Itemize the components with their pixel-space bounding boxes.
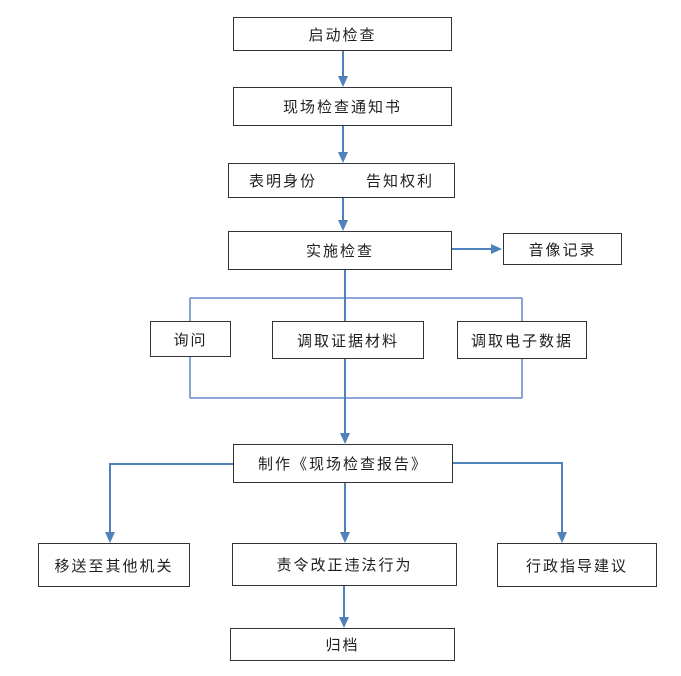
node-label-av-recording: 音像记录 — [528, 242, 597, 259]
arrowhead-report-to-order — [340, 532, 350, 543]
node-label-archive: 归档 — [325, 638, 360, 654]
arrowhead-report-to-transfer — [105, 532, 115, 543]
node-retrieve-edata: 调取电子数据 — [457, 321, 587, 359]
node-label-admin-guidance: 行政指导建议 — [525, 558, 628, 575]
node-implement-inspection: 实施检查 — [228, 231, 452, 270]
node-label-identity-rights-0: 表明身份 — [249, 174, 318, 190]
node-identity-rights: 表明身份 告知权利 — [228, 163, 455, 198]
node-inspection-notice: 现场检查通知书 — [233, 87, 452, 126]
node-archive: 归档 — [230, 628, 455, 661]
node-label-retrieve-edata: 调取电子数据 — [470, 333, 573, 350]
node-label-inquiry: 询问 — [173, 332, 208, 349]
node-label-start-inspection: 启动检查 — [308, 27, 377, 44]
node-start-inspection: 启动检查 — [233, 17, 452, 51]
arrowhead-start-to-notice — [338, 76, 348, 87]
arrowhead-report-to-guidance — [557, 532, 567, 543]
node-make-report: 制作《现场检查报告》 — [233, 444, 453, 483]
arrow-stem-report-to-guidance — [453, 462, 563, 534]
arrowhead-identity-to-implement — [338, 220, 348, 231]
arrowhead-spine-to-report — [340, 433, 350, 444]
node-label-transfer-organs: 移送至其他机关 — [54, 558, 174, 575]
node-order-correction: 责令改正违法行为 — [232, 543, 457, 586]
arrow-stem-report-to-transfer — [109, 463, 233, 534]
node-label-implement-inspection: 实施检查 — [305, 244, 374, 260]
node-inquiry: 询问 — [150, 321, 231, 357]
node-label-make-report: 制作《现场检查报告》 — [257, 457, 428, 473]
node-label-retrieve-evidence: 调取证据材料 — [296, 333, 399, 350]
node-transfer-organs: 移送至其他机关 — [38, 543, 190, 587]
node-label-inspection-notice: 现场检查通知书 — [282, 100, 402, 116]
arrowhead-order-to-archive — [339, 617, 349, 628]
arrowhead-notice-to-identity — [338, 152, 348, 163]
node-admin-guidance: 行政指导建议 — [497, 543, 657, 587]
node-retrieve-evidence: 调取证据材料 — [272, 321, 424, 359]
node-av-recording: 音像记录 — [503, 233, 622, 265]
node-label-identity-rights-1: 告知权利 — [365, 174, 434, 190]
node-label-order-correction: 责令改正违法行为 — [276, 558, 413, 574]
arrowhead-implement-to-av — [491, 244, 502, 254]
